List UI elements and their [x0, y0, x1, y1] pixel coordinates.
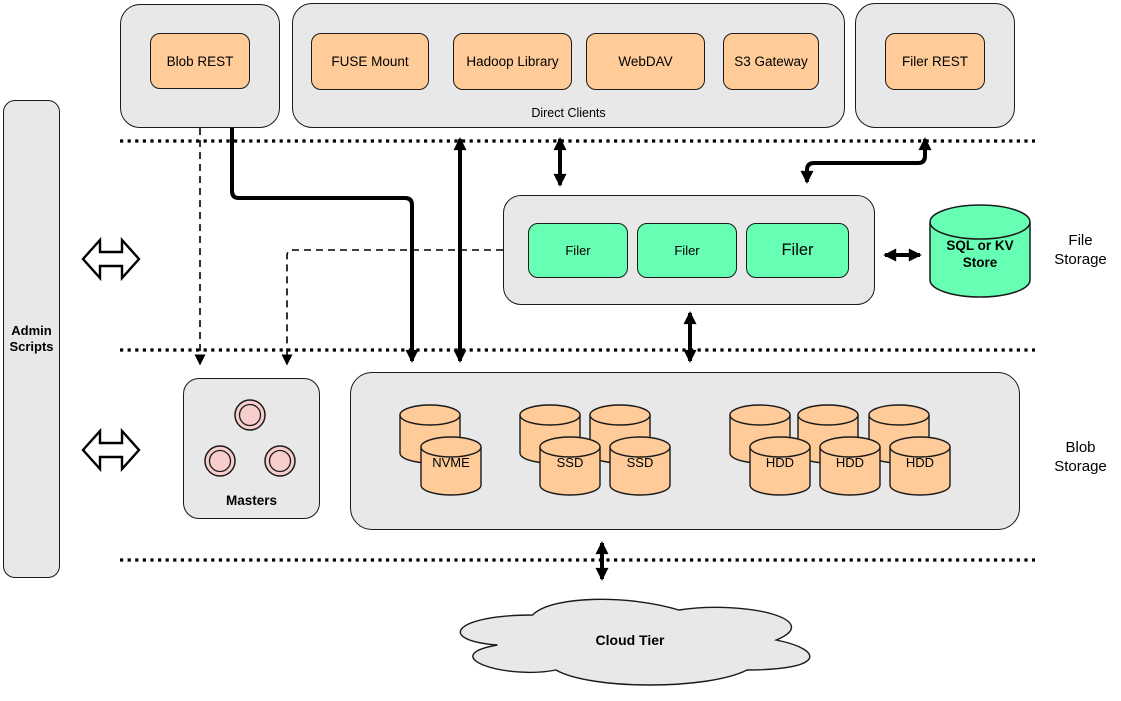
filer-node-1: Filer [528, 223, 628, 278]
blob-rest-group: Blob REST [120, 4, 280, 128]
sql-kv-store-cylinder [929, 204, 1031, 298]
filer-rest-node: Filer REST [885, 33, 985, 90]
blob-rest-label: Blob REST [166, 53, 234, 69]
filer-rest-label: Filer REST [901, 54, 968, 69]
filer-node-2: Filer [637, 223, 737, 278]
masters-group: Masters [183, 378, 320, 519]
admin-scripts-label: Admin Scripts [9, 323, 54, 354]
admin-scripts-panel: Admin Scripts [3, 100, 60, 578]
client-node-s3-gateway: S3 Gateway [723, 33, 819, 90]
admin-sync-arrow-blob-storage [81, 427, 141, 473]
hadoop-library-label: Hadoop Library [466, 54, 559, 69]
arrow-blobrest-to-blobstorage [230, 128, 419, 363]
client-node-hadoop-library: Hadoop Library [453, 33, 572, 90]
file-storage-section-label: File Storage [1054, 232, 1107, 268]
blob-rest-node: Blob REST [150, 33, 250, 89]
cloud-tier-label: Cloud Tier [595, 632, 665, 648]
direct-clients-group: FUSE Mount Hadoop Library WebDAV S3 Gate… [292, 3, 845, 128]
fuse-mount-label: FUSE Mount [331, 54, 409, 69]
arrow-filerrest-filers [800, 137, 932, 184]
filer-node-3: Filer [746, 223, 849, 278]
blob-storage-group [350, 372, 1020, 530]
blob-storage-section-label: Blob Storage [1054, 439, 1107, 475]
filer-1-label: Filer [565, 243, 591, 258]
cloud-tier-shape [459, 598, 811, 686]
admin-sync-arrow-file-storage [81, 236, 141, 282]
dashed-arrow-filers-to-masters [281, 249, 503, 366]
masters-label: Masters [225, 493, 278, 508]
filer-2-label: Filer [674, 243, 700, 258]
client-node-fuse-mount: FUSE Mount [311, 33, 429, 90]
filer-3-label: Filer [781, 241, 814, 259]
filer-cluster-group: Filer Filer Filer [503, 195, 875, 305]
webdav-label: WebDAV [618, 54, 673, 69]
filer-rest-group: Filer REST [855, 3, 1015, 128]
client-node-webdav: WebDAV [586, 33, 705, 90]
direct-clients-caption: Direct Clients [531, 106, 606, 120]
s3-gateway-label: S3 Gateway [734, 54, 808, 69]
sql-kv-store-label: SQL or KV Store [946, 238, 1014, 270]
